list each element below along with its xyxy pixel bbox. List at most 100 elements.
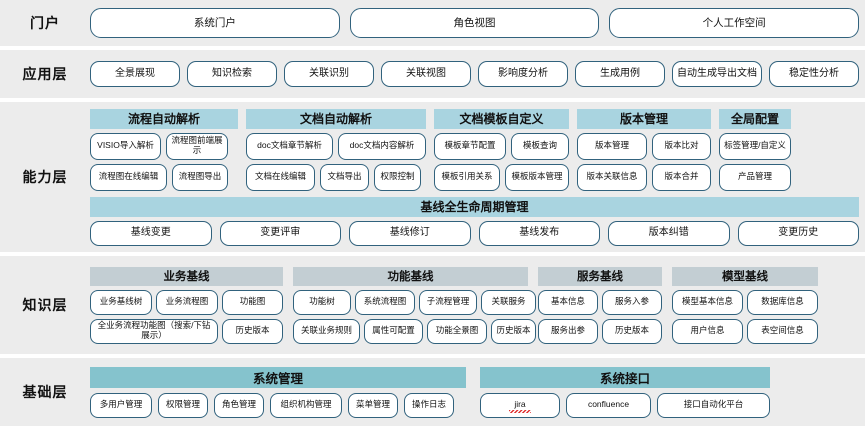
- node-button[interactable]: 角色管理: [214, 392, 264, 418]
- group-row: 标签管理/自定义: [719, 132, 791, 160]
- layer-label-portal: 门户: [30, 15, 60, 31]
- group-row: 业务基线树业务流程图功能图: [90, 289, 283, 315]
- node-button[interactable]: 版本比对: [652, 132, 711, 160]
- group-row: 模板章节配置模板查询: [434, 132, 569, 160]
- knowledge-groups: 业务基线业务基线树业务流程图功能图全业务流程功能图（搜索/下钻展示）历史版本功能…: [90, 266, 859, 344]
- node-button[interactable]: 文档导出: [320, 163, 369, 191]
- node-button[interactable]: 模板引用关系: [434, 163, 500, 191]
- node-button[interactable]: 功能树: [293, 289, 351, 315]
- node-button[interactable]: 模板版本管理: [505, 163, 569, 191]
- group-row: 模板引用关系模板版本管理: [434, 163, 569, 191]
- group-row: 版本关联信息版本合并: [577, 163, 711, 191]
- node-button[interactable]: 版本关联信息: [577, 163, 647, 191]
- group-row: 服务出参历史版本: [538, 318, 662, 344]
- node-button[interactable]: jira: [480, 392, 560, 418]
- node-button[interactable]: 稳定性分析: [769, 61, 859, 87]
- layer-row-portal: 门户 系统门户角色视图个人工作空间: [0, 0, 865, 46]
- node-button[interactable]: 角色视图: [349, 8, 600, 38]
- node-button[interactable]: 版本管理: [577, 132, 647, 160]
- node-button[interactable]: 版本合并: [652, 163, 711, 191]
- lifecycle-items: 基线变更变更评审基线修订基线发布版本纠错变更历史: [90, 220, 859, 246]
- node-button[interactable]: 生成用例: [575, 61, 665, 87]
- node-button[interactable]: 多用户管理: [90, 392, 152, 418]
- group-row: VISIO导入解析流程图前端展示: [90, 132, 238, 160]
- application-items: 全景展现知识检索关联识别关联视图影响度分析生成用例自动生成导出文档稳定性分析: [90, 61, 865, 87]
- group-row: 功能树系统流程图子流程管理关联服务: [293, 289, 536, 315]
- node-button[interactable]: confluence: [566, 392, 651, 418]
- node-button[interactable]: 基线修订: [349, 220, 471, 246]
- node-button[interactable]: 服务入参: [602, 289, 662, 315]
- node-button[interactable]: 系统流程图: [355, 289, 415, 315]
- node-button[interactable]: 产品管理: [719, 163, 791, 191]
- node-button[interactable]: 接口自动化平台: [657, 392, 770, 418]
- node-button[interactable]: 知识检索: [187, 61, 277, 87]
- node-button[interactable]: 属性可配置: [364, 318, 423, 344]
- node-button[interactable]: 业务流程图: [156, 289, 218, 315]
- spellcheck-squiggle-icon: [509, 409, 531, 413]
- node-button[interactable]: 用户信息: [672, 318, 743, 344]
- node-button[interactable]: 全景展现: [90, 61, 180, 87]
- capability-group: 文档模板自定义模板章节配置模板查询模板引用关系模板版本管理: [434, 108, 569, 191]
- node-button[interactable]: 基本信息: [538, 289, 598, 315]
- node-button[interactable]: 流程图在线编辑: [90, 163, 167, 191]
- node-button[interactable]: 历史版本: [491, 318, 536, 344]
- knowledge-group: 服务基线基本信息服务入参服务出参历史版本: [538, 266, 662, 344]
- node-button[interactable]: 历史版本: [602, 318, 662, 344]
- node-button[interactable]: 关联识别: [284, 61, 374, 87]
- group-row: 文档在线编辑文档导出权限控制: [246, 163, 426, 191]
- group-header: 模型基线: [672, 266, 818, 286]
- group-row: 多用户管理权限管理角色管理组织机构管理菜单管理操作日志: [90, 392, 466, 418]
- node-button[interactable]: 影响度分析: [478, 61, 568, 87]
- node-button[interactable]: 个人工作空间: [609, 8, 860, 38]
- node-button[interactable]: 变更评审: [219, 220, 341, 246]
- node-button[interactable]: 菜单管理: [348, 392, 398, 418]
- node-button[interactable]: 业务基线树: [90, 289, 152, 315]
- node-button[interactable]: 关联视图: [381, 61, 471, 87]
- node-button[interactable]: 历史版本: [222, 318, 283, 344]
- node-button[interactable]: 模板章节配置: [434, 132, 506, 160]
- node-button[interactable]: 文档在线编辑: [246, 163, 315, 191]
- node-button[interactable]: 组织机构管理: [270, 392, 342, 418]
- node-button[interactable]: 模型基本信息: [672, 289, 743, 315]
- knowledge-group: 功能基线功能树系统流程图子流程管理关联服务关联业务规则属性可配置功能全景图历史版…: [293, 266, 536, 344]
- layer-label-base: 基础层: [22, 384, 68, 400]
- node-button[interactable]: 权限管理: [158, 392, 208, 418]
- group-header: 文档自动解析: [246, 108, 426, 129]
- group-header: 业务基线: [90, 266, 283, 286]
- group-row: 流程图在线编辑流程图导出: [90, 163, 238, 191]
- node-button[interactable]: 服务出参: [538, 318, 598, 344]
- node-button[interactable]: 关联业务规则: [293, 318, 360, 344]
- knowledge-body: 业务基线业务基线树业务流程图功能图全业务流程功能图（搜索/下钻展示）历史版本功能…: [90, 266, 865, 344]
- node-button[interactable]: 操作日志: [404, 392, 454, 418]
- node-button[interactable]: 标签管理/自定义: [719, 132, 791, 160]
- node-button[interactable]: 功能全景图: [427, 318, 487, 344]
- node-button[interactable]: 表空间信息: [747, 318, 818, 344]
- group-row: 产品管理: [719, 163, 791, 191]
- node-button[interactable]: 子流程管理: [419, 289, 477, 315]
- layer-row-application: 应用层 全景展现知识检索关联识别关联视图影响度分析生成用例自动生成导出文档稳定性…: [0, 50, 865, 98]
- node-button[interactable]: doc文档章节解析: [246, 132, 333, 160]
- node-button[interactable]: 权限控制: [374, 163, 421, 191]
- node-button[interactable]: 流程图前端展示: [166, 132, 228, 160]
- group-header: 功能基线: [293, 266, 528, 286]
- node-button[interactable]: 全业务流程功能图（搜索/下钻展示）: [90, 318, 218, 344]
- node-button[interactable]: 系统门户: [90, 8, 340, 38]
- layer-label-knowledge: 知识层: [22, 297, 68, 313]
- node-button[interactable]: 自动生成导出文档: [672, 61, 762, 87]
- node-button[interactable]: 模板查询: [511, 132, 569, 160]
- node-button[interactable]: 流程图导出: [172, 163, 228, 191]
- node-button[interactable]: 变更历史: [737, 220, 859, 246]
- node-button[interactable]: doc文档内容解析: [338, 132, 426, 160]
- node-button[interactable]: 版本纠错: [608, 220, 730, 246]
- portal-items: 系统门户角色视图个人工作空间: [90, 8, 865, 38]
- node-button[interactable]: VISIO导入解析: [90, 132, 161, 160]
- node-button[interactable]: 数据库信息: [747, 289, 818, 315]
- node-button[interactable]: 关联服务: [481, 289, 536, 315]
- node-button[interactable]: 基线变更: [90, 220, 212, 246]
- node-button[interactable]: 功能图: [222, 289, 283, 315]
- node-button[interactable]: 基线发布: [478, 220, 600, 246]
